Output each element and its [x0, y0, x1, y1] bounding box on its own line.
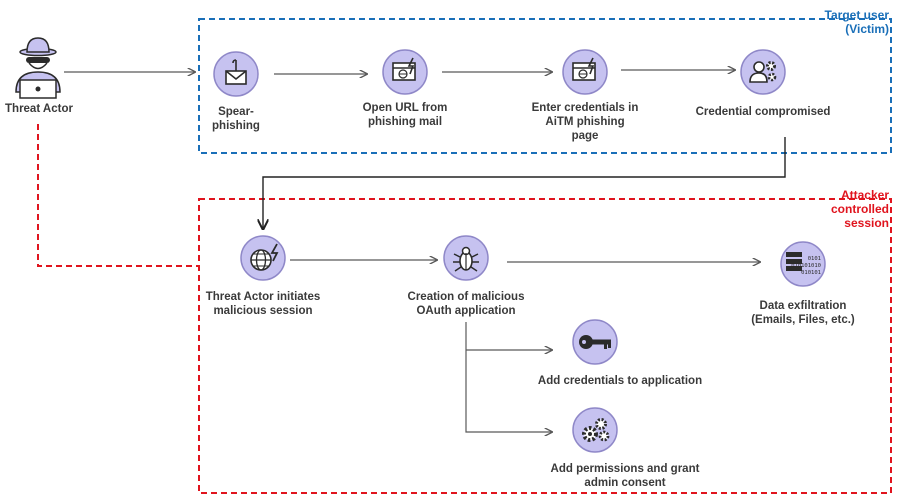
malicious-oauth-node [443, 235, 489, 281]
envelope-hook-icon [225, 59, 247, 85]
open-url-label-line1: Open URL from [362, 102, 448, 114]
key-icon [579, 335, 611, 349]
data-exfiltration-label: Data exfiltration (Emails, Files, etc.) [743, 299, 863, 327]
malicious-session-label-line1: Threat Actor initiates [205, 291, 321, 303]
data-exfiltration-label-line2: (Emails, Files, etc.) [751, 314, 855, 326]
gears-icon [582, 418, 610, 442]
hacker-icon [15, 37, 61, 99]
malicious-oauth-label-line2: OAuth application [416, 305, 516, 317]
add-permissions-label: Add permissions and grant admin consent [540, 462, 710, 490]
actor-to-session-connector [37, 124, 199, 267]
arrow-oauth-branch [465, 322, 552, 432]
attacker-zone-label-line2: controlled [830, 202, 889, 216]
malicious-oauth-label: Creation of malicious OAuth application [401, 290, 531, 318]
target-zone-label-line1: Target user [824, 8, 889, 22]
enter-credentials-label-line3: page [571, 130, 599, 142]
threat-actor-label: Threat Actor [5, 103, 73, 115]
globe-lightning-icon [250, 243, 279, 271]
spear-phishing-label: Spear- phishing [196, 105, 276, 133]
malicious-session-node [240, 235, 286, 281]
enter-credentials-node [562, 49, 608, 95]
binary-line-2: 010101010 [791, 263, 821, 269]
enter-credentials-label-line1: Enter credentials in [531, 102, 639, 114]
credential-compromised-label: Credential compromised [695, 106, 831, 118]
add-credentials-label: Add credentials to application [537, 375, 703, 387]
add-permissions-label-line1: Add permissions and grant [550, 463, 700, 475]
add-permissions-label-line2: admin consent [584, 477, 666, 489]
browser-globe-icon [572, 57, 596, 81]
target-user-zone [198, 18, 892, 154]
enter-credentials-label-line2: AiTM phishing [545, 116, 625, 128]
attacker-zone-label: Attacker controlled session [831, 188, 889, 230]
credential-compromised-node [740, 49, 786, 95]
open-url-node [382, 49, 428, 95]
arrow-compromised-to-session [263, 137, 786, 229]
attacker-zone-label-line3: session [844, 216, 889, 230]
open-url-label-line2: phishing mail [367, 116, 443, 128]
malicious-oauth-label-line1: Creation of malicious [407, 291, 525, 303]
add-credentials-node [572, 319, 618, 365]
binary-line-1: 0101 [808, 256, 821, 262]
browser-globe-icon [392, 57, 416, 81]
server-binary-icon: 0101 010101010 010101 [786, 252, 821, 276]
spear-phishing-label-line2: phishing [212, 120, 260, 132]
malicious-session-label: Threat Actor initiates malicious session [198, 290, 328, 318]
attacker-zone-label-line1: Attacker [840, 188, 889, 202]
bug-icon [453, 246, 479, 272]
open-url-label: Open URL from phishing mail [345, 101, 465, 129]
data-exfiltration-node: 0101 010101010 010101 [780, 241, 826, 287]
target-user-zone-label: Target user (Victim) [825, 8, 889, 36]
malicious-session-label-line2: malicious session [213, 305, 313, 317]
user-gear-icon [749, 61, 777, 83]
spear-phishing-label-line1: Spear- [218, 106, 254, 118]
enter-credentials-label: Enter credentials in AiTM phishing page [520, 101, 650, 143]
spear-phishing-node [213, 51, 259, 97]
attacker-session-zone [198, 198, 892, 494]
add-permissions-node [572, 407, 618, 453]
data-exfiltration-label-line1: Data exfiltration [759, 300, 847, 312]
binary-line-3: 010101 [801, 270, 821, 276]
target-zone-label-line2: (Victim) [845, 22, 889, 36]
